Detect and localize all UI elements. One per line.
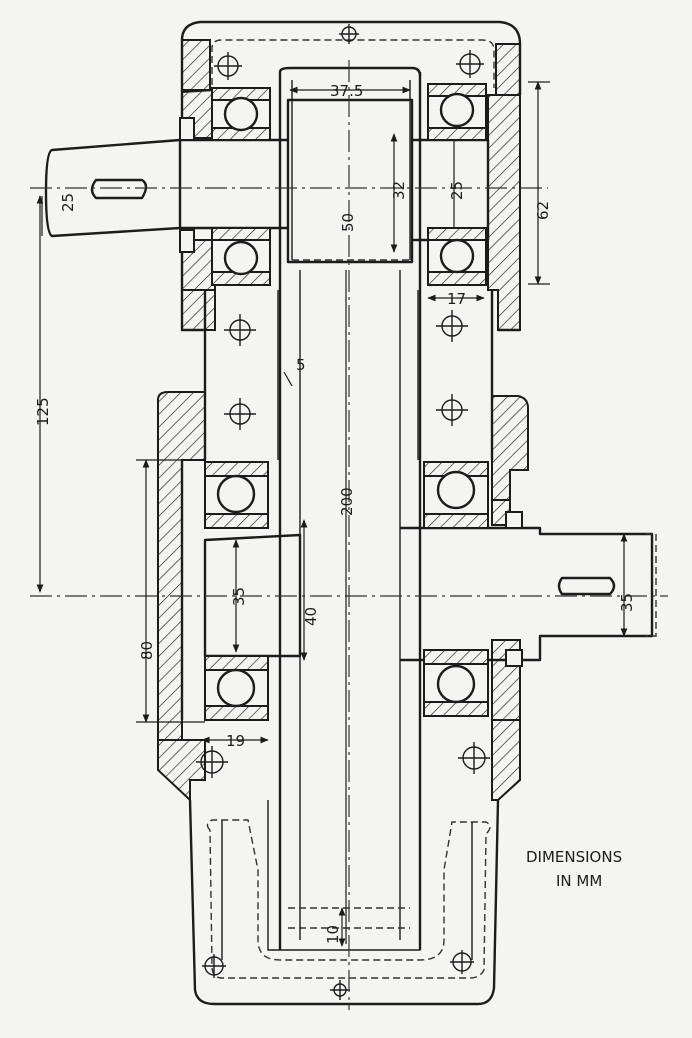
dim-50: 50 <box>339 213 357 232</box>
bolt-base-right <box>450 950 474 974</box>
dim-40: 40 <box>302 607 320 626</box>
note-line-1: DIMENSIONS <box>526 848 622 866</box>
dim-62: 62 <box>534 201 552 220</box>
bolt-mid-left-2 <box>224 398 256 430</box>
dim-125: 125 <box>34 397 52 426</box>
dim-200: 200 <box>338 487 356 516</box>
bolt-mid-right-2 <box>436 394 468 426</box>
dim-5: 5 <box>296 356 306 374</box>
dim-32: 32 <box>390 181 408 200</box>
dim-35-output-left: 35 <box>230 587 248 606</box>
bolt-mid-left-1 <box>224 314 256 346</box>
dim-37-5: 37.5 <box>330 82 363 100</box>
bolt-top-left <box>214 52 242 80</box>
bolt-holes <box>196 24 490 1000</box>
note-line-2: IN MM <box>556 872 602 890</box>
dim-17: 17 <box>447 290 466 308</box>
dim-80: 80 <box>138 641 156 660</box>
input-shaft <box>44 83 490 286</box>
dimension-lines <box>36 81 628 947</box>
dim-10: 10 <box>324 925 342 944</box>
dim-25-pinion: 25 <box>448 181 466 200</box>
bolt-mid-right-1 <box>436 310 468 342</box>
bolt-bottom-right <box>458 742 490 774</box>
bolt-base-left <box>202 954 226 978</box>
dim-25-input-shaft: 25 <box>59 193 77 212</box>
bolt-top-center <box>339 24 359 44</box>
dim-35-output-right: 35 <box>618 593 636 612</box>
dim-19: 19 <box>226 732 245 750</box>
output-shaft <box>203 461 657 721</box>
dimension-labels: 37.5 25 50 32 25 62 17 5 125 200 35 40 3… <box>34 82 636 944</box>
bolt-base-center <box>330 980 350 1000</box>
bolt-top-right <box>456 50 484 78</box>
bolt-bottom-left <box>196 746 228 778</box>
center-lines <box>30 60 668 1010</box>
units-note: DIMENSIONS IN MM <box>526 848 622 890</box>
